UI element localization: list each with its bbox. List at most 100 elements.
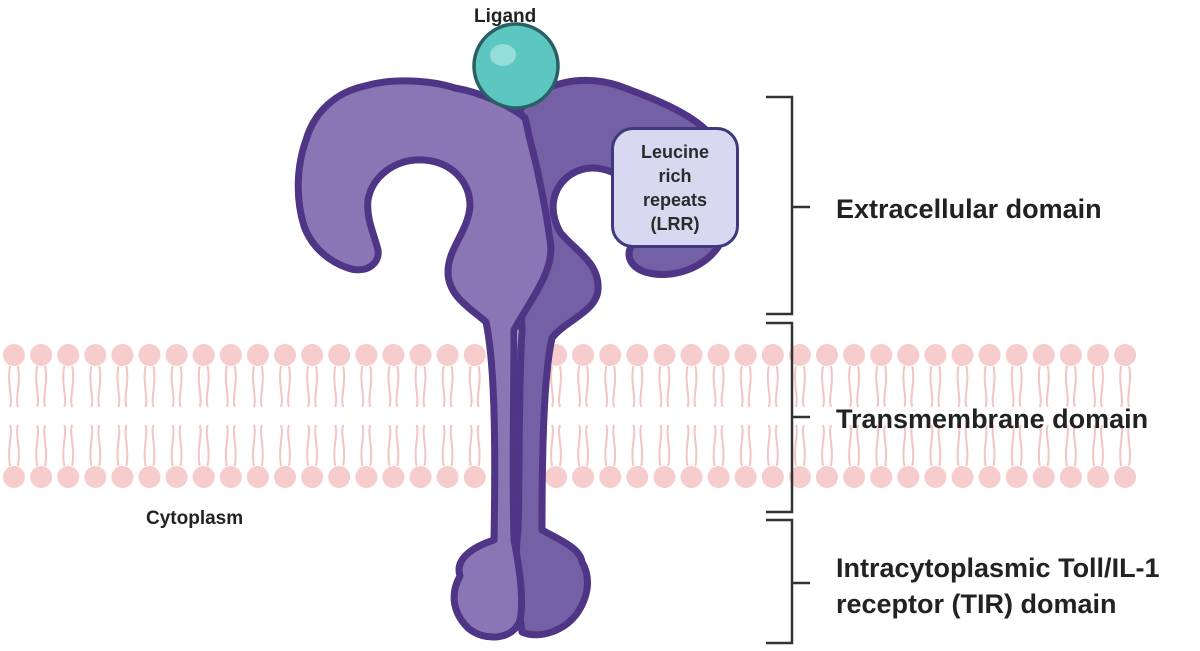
lipid-tail	[151, 424, 156, 467]
lipid-head	[30, 344, 53, 366]
lipid-tail	[875, 365, 880, 408]
lipid-head	[436, 344, 459, 366]
lipid-tail	[1045, 365, 1050, 408]
lipid-tail	[8, 424, 12, 467]
lipid-tail	[937, 365, 942, 408]
lipid-tail	[178, 365, 183, 408]
lipid-tail	[341, 424, 346, 467]
lipid-head	[57, 344, 80, 366]
lipid-tail	[360, 424, 365, 467]
lipid-tail	[577, 365, 581, 408]
lipid-head	[599, 344, 622, 366]
lipid-tail	[1100, 424, 1104, 467]
lipid-tail	[821, 365, 825, 408]
lipid-head	[274, 344, 296, 366]
lipid-head	[572, 344, 595, 366]
lipid-head	[870, 344, 893, 366]
lipid-tail	[70, 365, 75, 408]
cytoplasm-label: Cytoplasm	[146, 508, 244, 529]
lipid-head	[707, 344, 730, 366]
lipid-tail	[476, 365, 481, 408]
lipid-tail	[604, 424, 609, 467]
lipid-tail	[693, 424, 698, 467]
lipid-head	[545, 466, 567, 488]
lipid-tail	[631, 365, 636, 408]
lipid-tail	[35, 365, 39, 408]
lipid-tail	[368, 424, 373, 467]
bracket-extracellular	[766, 95, 810, 316]
lipid-tail	[89, 424, 94, 467]
lipid-tail	[929, 424, 934, 467]
lipid-head	[707, 466, 730, 488]
lipid-tail	[260, 365, 264, 408]
lipid-tail	[558, 424, 562, 467]
lipid-tail	[991, 365, 996, 408]
lipid-head	[409, 466, 432, 488]
lipid-tail	[1045, 424, 1050, 467]
lipid-tail	[468, 424, 473, 467]
lipid-head	[192, 466, 215, 488]
lipid-tail	[232, 424, 237, 467]
lipid-head	[84, 466, 107, 488]
lipid-tail	[639, 365, 644, 408]
lipid-head	[111, 344, 134, 366]
lipid-tail	[232, 365, 237, 408]
lipid-head	[328, 466, 351, 488]
lipid-tail	[449, 365, 454, 408]
lipid-head	[219, 466, 242, 488]
lipid-head	[788, 344, 811, 366]
lipid-tail	[693, 365, 698, 408]
bracket-tir	[766, 518, 810, 645]
ligand	[472, 22, 560, 110]
lipid-head	[734, 466, 757, 488]
lipid-tail	[802, 365, 806, 408]
lipid-tail	[1010, 365, 1015, 408]
lipid-tail	[1100, 365, 1104, 408]
lipid-tail	[279, 365, 283, 408]
lipid-tail	[766, 424, 771, 467]
lipid-head	[192, 344, 215, 366]
lipid-tail	[875, 424, 880, 467]
lipid-tail	[116, 424, 121, 467]
lipid-head	[246, 466, 269, 488]
lipid-tail	[1127, 424, 1131, 467]
lipid-head	[328, 344, 351, 366]
lipid-head	[382, 344, 405, 366]
lipid-tail	[856, 365, 860, 408]
lipid-tail	[170, 424, 175, 467]
ligand-label: Ligand	[474, 6, 537, 27]
lipid-tail	[252, 424, 256, 467]
lipid-head	[816, 466, 838, 488]
lipid-head	[1005, 344, 1028, 366]
lipid-head	[1059, 344, 1082, 366]
lrr-label-line-1: Leucine	[640, 141, 710, 162]
lipid-tail	[395, 424, 400, 467]
lipid-tail	[829, 424, 833, 467]
lipid-tail	[16, 365, 20, 408]
lipid-head	[761, 344, 784, 366]
lipid-head	[409, 344, 432, 366]
lipid-tail	[956, 424, 961, 467]
lipid-tail	[116, 365, 121, 408]
lipid-tail	[685, 424, 690, 467]
lipid-tail	[422, 365, 427, 408]
lipid-tail	[205, 424, 210, 467]
lipid-tail	[991, 424, 996, 467]
lipid-head	[436, 466, 459, 488]
lipid-tail	[902, 424, 907, 467]
lipid-tail	[1092, 365, 1096, 408]
lipid-head	[1059, 466, 1082, 488]
lipid-tail	[794, 365, 798, 408]
lipid-tail	[62, 365, 67, 408]
lipid-tail	[558, 365, 562, 408]
lipid-tail	[43, 424, 47, 467]
lipid-tail	[658, 365, 663, 408]
lipid-head	[897, 344, 920, 366]
lipid-head	[111, 466, 134, 488]
lipid-head	[382, 466, 405, 488]
lipid-head	[274, 466, 296, 488]
lipid-tail	[333, 424, 338, 467]
lipid-tail	[1127, 365, 1131, 408]
lipid-tail	[314, 365, 318, 408]
